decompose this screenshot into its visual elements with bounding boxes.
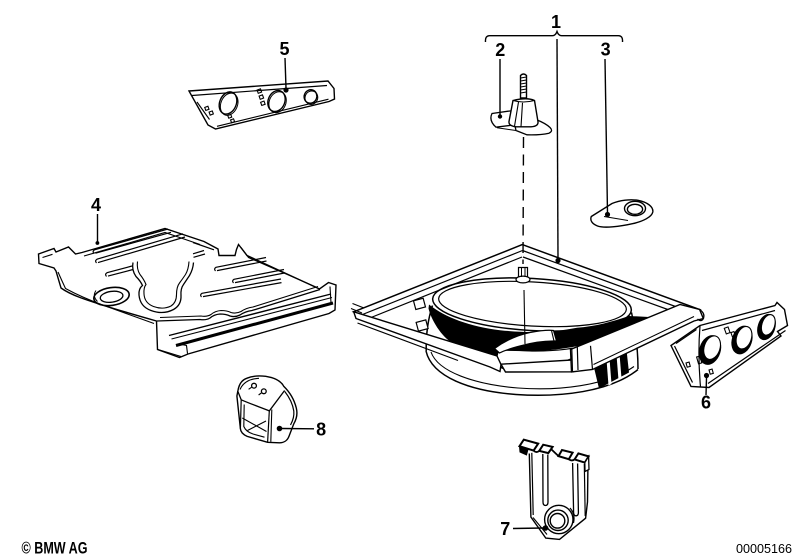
- svg-text:6: 6: [701, 392, 711, 412]
- svg-text:© BMW AG: © BMW AG: [22, 540, 88, 558]
- svg-text:3: 3: [601, 40, 611, 60]
- svg-text:4: 4: [91, 195, 101, 215]
- svg-text:2: 2: [495, 40, 505, 60]
- svg-text:5: 5: [279, 39, 289, 59]
- svg-text:8: 8: [316, 419, 326, 439]
- svg-text:1: 1: [551, 12, 561, 32]
- svg-text:00005166: 00005166: [736, 541, 792, 556]
- svg-text:7: 7: [500, 519, 510, 539]
